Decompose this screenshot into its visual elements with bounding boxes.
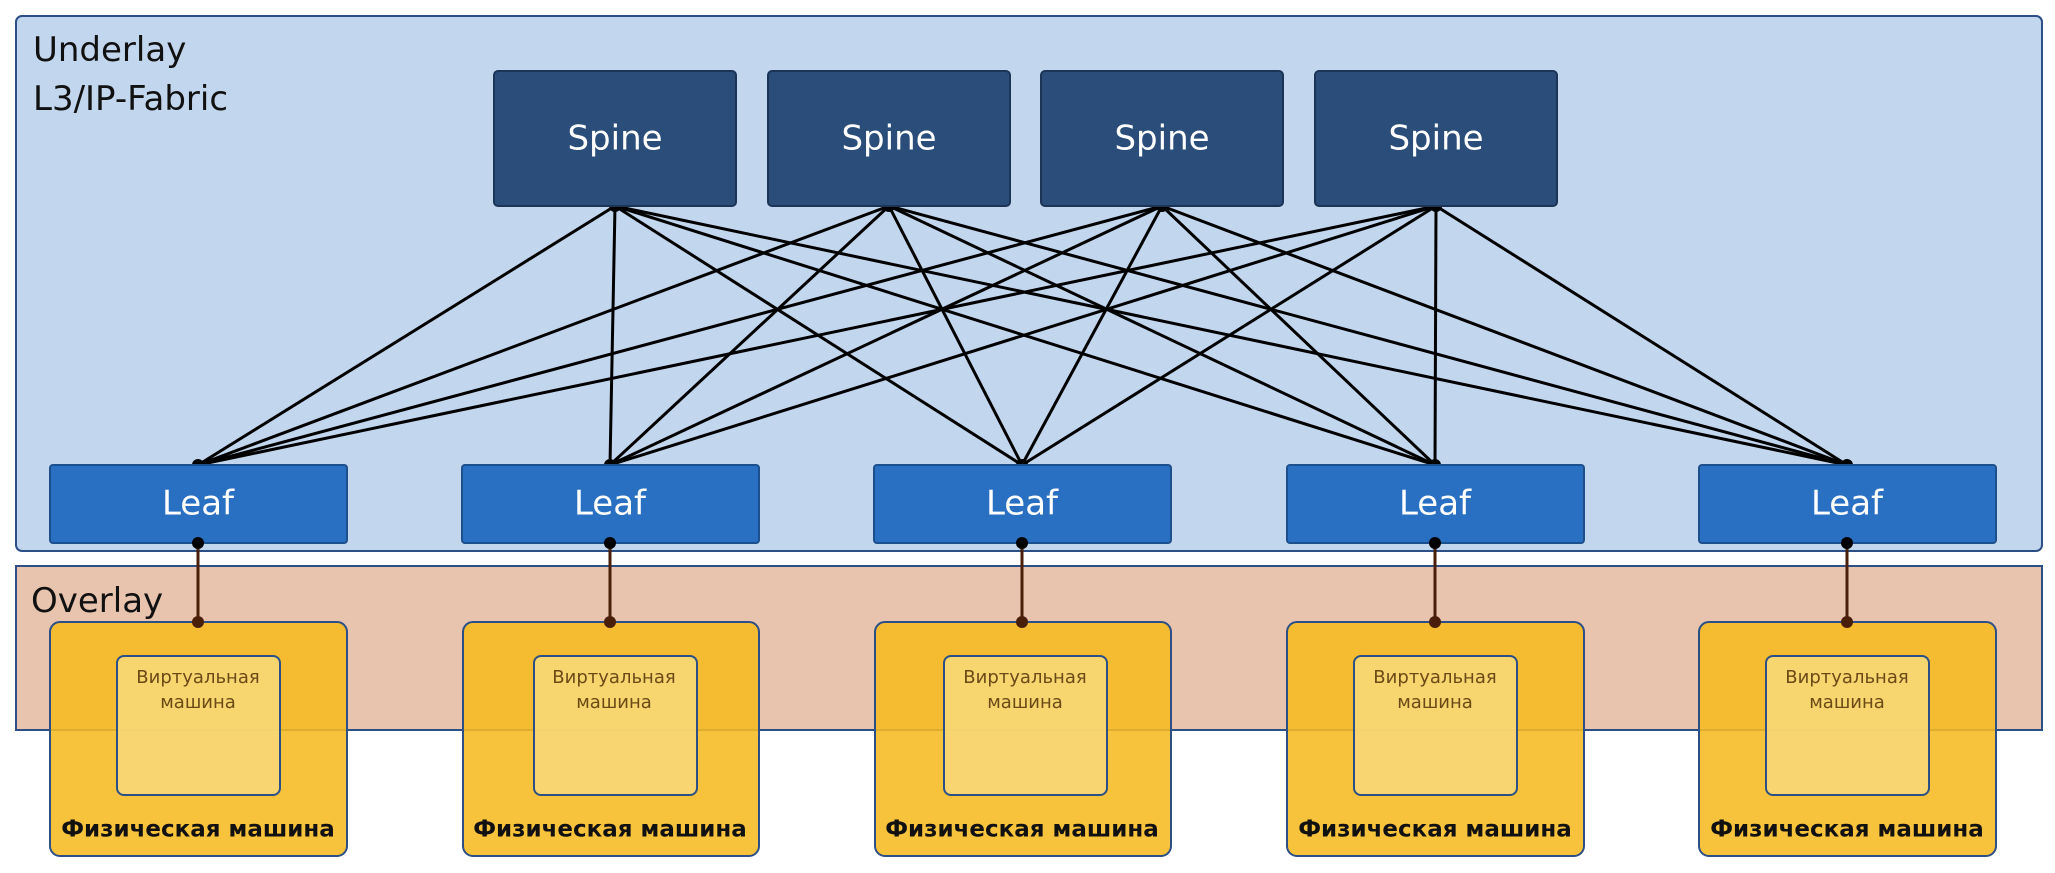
vm-label-line2: машина: [576, 692, 652, 713]
virtual-machine[interactable]: [1765, 655, 1930, 796]
leaf-node[interactable]: Leaf: [1286, 464, 1585, 544]
physical-machine-label: Физическая машина: [473, 817, 747, 843]
vm-label-line2: машина: [1397, 692, 1473, 713]
leaf-label: Leaf: [574, 484, 647, 524]
vm-label-line1: Виртуальная: [1785, 667, 1908, 688]
spine-node[interactable]: Spine: [493, 70, 737, 207]
virtual-machine[interactable]: [943, 655, 1108, 796]
leaf-label: Leaf: [1811, 484, 1884, 524]
physical-machine-label: Физическая машина: [1298, 817, 1572, 843]
leaf-node[interactable]: Leaf: [461, 464, 760, 544]
spine-leaf-link: [197, 204, 890, 467]
access-links: [192, 537, 1853, 628]
physical-machine-label: Физическая машина: [885, 817, 1159, 843]
spine-node[interactable]: Spine: [1040, 70, 1284, 207]
physical-machine[interactable]: Виртуальная машина Физическая машина: [462, 621, 760, 857]
vm-label-line1: Виртуальная: [136, 667, 259, 688]
host-port-dot: [604, 616, 616, 628]
spine-node[interactable]: Spine: [767, 70, 1011, 207]
virtual-machine[interactable]: [116, 655, 281, 796]
spine-leaf-link: [1435, 204, 1848, 467]
spine-leaf-link: [197, 204, 1163, 467]
spine-leaf-link: [1161, 204, 1848, 467]
spine-leaf-link: [609, 204, 1437, 467]
host-port-dot: [1429, 616, 1441, 628]
physical-machine-label: Физическая машина: [1710, 817, 1984, 843]
virtual-machine[interactable]: [1353, 655, 1518, 796]
vm-label-line1: Виртуальная: [963, 667, 1086, 688]
leaf-node[interactable]: Leaf: [1698, 464, 1997, 544]
spine-label: Spine: [1388, 119, 1483, 159]
physical-machine[interactable]: Виртуальная машина Физическая машина: [874, 621, 1172, 857]
physical-machine[interactable]: Виртуальная машина Физическая машина: [1698, 621, 1997, 857]
leaf-downlink-dot: [192, 537, 204, 549]
spine-leaf-link: [609, 204, 1163, 467]
vm-label-line2: машина: [987, 692, 1063, 713]
leaf-downlink-dot: [604, 537, 616, 549]
vm-label-line2: машина: [1809, 692, 1885, 713]
leaf-downlink-dot: [1016, 537, 1028, 549]
fabric-links: [192, 200, 1853, 471]
leaf-label: Leaf: [162, 484, 235, 524]
leaf-node[interactable]: Leaf: [873, 464, 1172, 544]
spine-leaf-link: [1433, 205, 1438, 466]
spine-leaf-link: [608, 205, 617, 466]
spine-label: Spine: [841, 119, 936, 159]
physical-machine[interactable]: Виртуальная машина Физическая машина: [1286, 621, 1585, 857]
underlay-subtitle: L3/IP-Fabric: [33, 79, 228, 119]
vm-label-line1: Виртуальная: [552, 667, 675, 688]
vm-label-line1: Виртуальная: [1373, 667, 1496, 688]
leaf-label: Leaf: [1399, 484, 1472, 524]
spine-label: Spine: [567, 119, 662, 159]
spine-leaf-link: [887, 205, 1024, 466]
leaf-downlink-dot: [1841, 537, 1853, 549]
spine-leaf-link: [888, 204, 1436, 467]
overlay-title: Overlay: [31, 581, 163, 621]
leaf-downlink-dot: [1429, 537, 1441, 549]
host-port-dot: [1016, 616, 1028, 628]
spine-leaf-link: [608, 204, 891, 467]
spine-node[interactable]: Spine: [1314, 70, 1558, 207]
physical-machine-label: Физическая машина: [61, 817, 335, 843]
spine-leaf-link: [1020, 205, 1164, 466]
spine-leaf-link: [888, 204, 1848, 467]
spine-leaf-link: [197, 204, 1437, 467]
spine-leaf-link: [1160, 204, 1437, 467]
host-port-dot: [192, 616, 204, 628]
underlay-title: Underlay: [33, 30, 186, 70]
virtual-machine[interactable]: [533, 655, 698, 796]
host-port-dot: [1841, 616, 1853, 628]
spine-label: Spine: [1114, 119, 1209, 159]
leaf-label: Leaf: [986, 484, 1059, 524]
spine-leaf-link: [197, 204, 616, 467]
spine-leaf-link: [1021, 204, 1437, 467]
leaf-node[interactable]: Leaf: [49, 464, 348, 544]
vm-label-line2: машина: [160, 692, 236, 713]
physical-machine[interactable]: Виртуальная машина Физическая машина: [49, 621, 348, 857]
